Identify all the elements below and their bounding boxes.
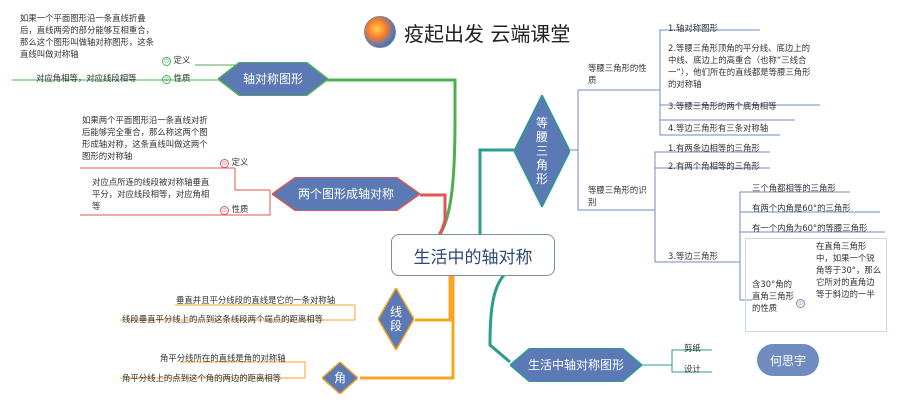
prop-tag-label: 性质 — [173, 73, 191, 83]
circle-icon: ⊙ — [162, 75, 171, 84]
center-node[interactable]: 生活中的轴对称 — [391, 234, 555, 276]
isosceles-equilateral-label: 3.等边三角形 — [668, 251, 718, 261]
title-label: 疫起出发 云端课堂 — [404, 21, 571, 46]
life-item-2: 设计 — [684, 364, 701, 374]
logo-icon — [364, 16, 396, 48]
header-title: 疫起出发 云端课堂 — [364, 16, 570, 48]
node-axis-figure-label: 轴对称图形 — [242, 72, 303, 86]
circle-icon: ⊙ — [220, 159, 229, 168]
def-tag-label: 定义 — [231, 157, 249, 167]
node-axis-figure[interactable]: 轴对称图形 — [218, 62, 328, 96]
node-life[interactable]: 生活中轴对称图形 — [510, 348, 642, 382]
isosceles-prop-4: 4.等边三角形有三条对称轴 — [668, 123, 769, 133]
isosceles-props-label: 等腰三角形的性质 — [588, 63, 647, 85]
node-two-figures[interactable]: 两个图形成轴对称 — [272, 177, 420, 211]
author-watermark: 何思宇 — [757, 344, 819, 376]
segment-item-1: 垂直并且平分线段的直线是它的一条对称轴 — [176, 295, 336, 305]
right30-label: 含30°角的直角三角形的性质 — [752, 279, 794, 313]
isosceles-prop-1: 1.轴对称图形 — [668, 23, 718, 33]
circle-icon: ⊙ — [162, 57, 171, 66]
two-figures-def-tag: ⊙ 定义 — [220, 156, 248, 168]
life-item-1: 剪纸 — [684, 343, 701, 353]
angle-item-2: 角平分线上的点到这个角的两边的距离相等 — [122, 373, 282, 383]
isosceles-ident-label: 等腰三角形的识别 — [588, 185, 647, 207]
node-two-figures-label: 两个图形成轴对称 — [297, 187, 394, 201]
isosceles-ident-1: 1.有两条边相等的三角形 — [668, 143, 760, 153]
axis-figure-prop-tag: ⊙ 性质 — [162, 72, 190, 84]
node-angle[interactable]: 角 — [322, 362, 358, 394]
node-isosceles[interactable]: 等腰三角形 — [514, 95, 570, 207]
node-segment-label: 线段 — [389, 305, 402, 333]
node-isosceles-label: 等腰三角形 — [535, 116, 548, 186]
two-figures-property: 对应点所连的线段被对称轴垂直平分，对应线段相等，对应角相等 — [92, 177, 210, 211]
circle-icon: ⊙ — [220, 206, 229, 215]
isosceles-prop-3: 3.等腰三角形的两个底角相等 — [668, 101, 777, 111]
right30-panel — [745, 238, 887, 332]
angle-item-1: 角平分线所在的直线是角的对称轴 — [160, 353, 286, 363]
equilateral-item-1: 三个角都相等的三角形 — [752, 183, 836, 193]
axis-figure-definition: 如果一个平面图形沿一条直线折叠后，直线两旁的部分能够互相重合，那么这个图形叫做轴… — [20, 13, 154, 59]
isosceles-ident-2: 2.有两个角相等的三角形 — [668, 161, 760, 171]
right30-text: 在直角三角形中，如果一个锐角等于30°，那么它所对的直角边等于斜边的一半 — [816, 241, 882, 299]
node-angle-label: 角 — [333, 371, 346, 385]
def-tag-label: 定义 — [173, 55, 191, 65]
node-segment[interactable]: 线段 — [378, 288, 414, 350]
isosceles-prop-2: 2.等腰三角形顶角的平分线、底边上的中线、底边上的高重合（也称“三线合一”），他… — [668, 43, 811, 89]
right30-icon-wrap: ⊙ — [796, 296, 805, 308]
equilateral-item-2: 有两个内角是60°的三角形 — [752, 203, 851, 213]
prop-tag-label: 性质 — [231, 204, 249, 214]
circle-icon: ⊙ — [796, 299, 805, 308]
segment-item-2: 线段垂直平分线上的点到这条线段两个端点的距离相等 — [122, 314, 323, 324]
two-figures-prop-tag: ⊙ 性质 — [220, 203, 248, 215]
axis-figure-def-tag: ⊙ 定义 — [162, 54, 190, 66]
two-figures-definition: 如果两个平面图形沿一条直线对折后能够完全重合，那么称这两个图形成轴对称，这条直线… — [82, 115, 208, 161]
equilateral-item-3: 有一个内角为60°的等腰三角形 — [752, 223, 868, 233]
axis-figure-property: 对应角相等，对应线段相等 — [36, 73, 137, 83]
node-life-label: 生活中轴对称图形 — [527, 358, 624, 372]
